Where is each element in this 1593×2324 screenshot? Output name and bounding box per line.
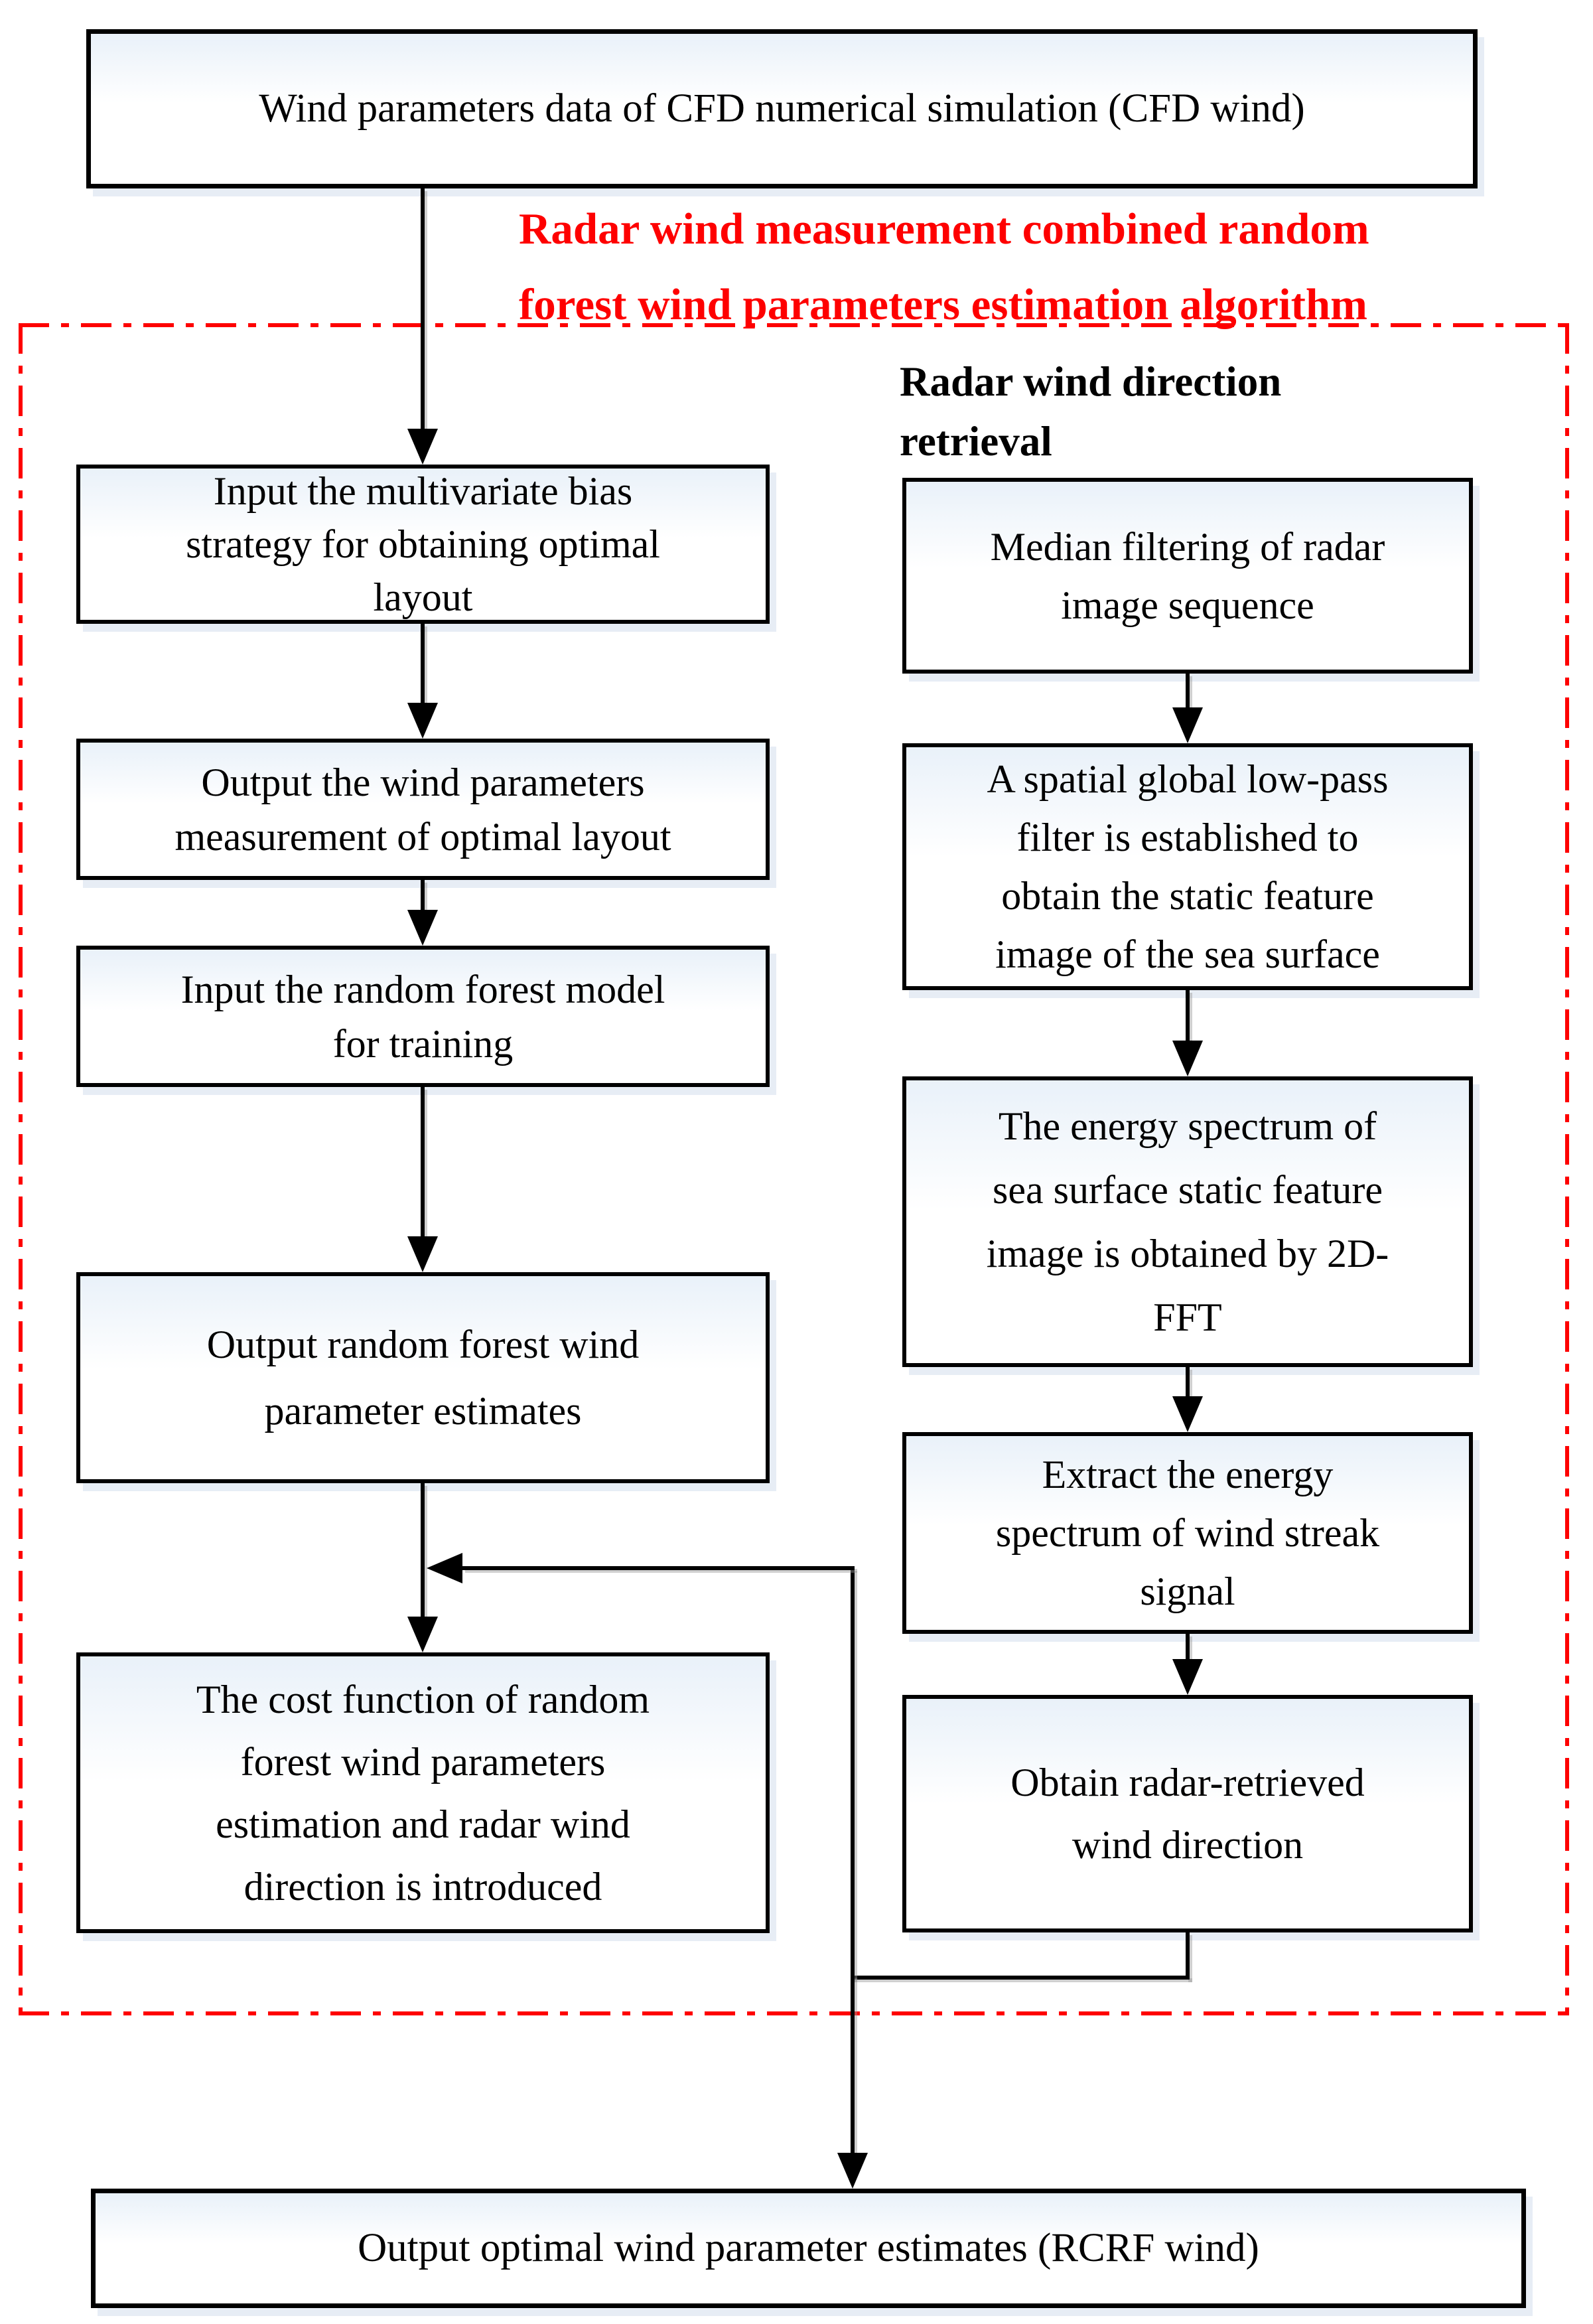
- radar-branch-heading-line: retrieval: [900, 418, 1052, 465]
- node-spatial-lowpass-filter: A spatial global low-pass filter is esta…: [902, 743, 1473, 990]
- node-label: Output optimal wind parameter estimates …: [358, 2226, 1259, 2270]
- connector-l3-to-l4: [421, 1087, 425, 1238]
- node-cost-function-introduced: The cost function of random forest wind …: [76, 1652, 770, 1933]
- node-output-optimal-estimates: Output optimal wind parameter estimates …: [91, 2189, 1526, 2308]
- connector-r3-to-r4: [1186, 1367, 1190, 1398]
- algorithm-title: Radar wind measurement combined random f…: [519, 191, 1588, 342]
- node-output-random-forest-estimates: Output random forest wind parameter esti…: [76, 1272, 770, 1483]
- arrowhead-into-l3: [407, 910, 438, 946]
- node-extract-wind-streak-spectrum: Extract the energy spectrum of wind stre…: [902, 1432, 1473, 1634]
- connector-l1-to-l2: [421, 624, 425, 704]
- node-obtain-radar-wind-direction: Obtain radar-retrieved wind direction: [902, 1695, 1473, 1932]
- node-input-multivariate-bias: Input the multivariate bias strategy for…: [76, 465, 770, 624]
- arrowhead-merge-left: [427, 1553, 462, 1583]
- node-label-line: obtain the static feature: [1001, 874, 1374, 918]
- arrowhead-into-r3: [1172, 1041, 1203, 1076]
- node-label-line: measurement of optimal layout: [174, 814, 671, 859]
- algorithm-title-line: Radar wind measurement combined random: [519, 204, 1369, 254]
- node-label-line: Input the multivariate bias: [213, 469, 633, 513]
- connector-l4-to-l5: [421, 1483, 425, 1618]
- node-label-line: FFT: [1153, 1295, 1222, 1339]
- node-label-line: image is obtained by 2D-: [986, 1232, 1389, 1275]
- node-label-line: wind direction: [1072, 1823, 1304, 1867]
- red-boundary-bottom: [19, 2011, 1569, 2015]
- node-label-line: Extract the energy: [1042, 1453, 1334, 1496]
- connector-r5-drop: [1186, 1932, 1190, 1980]
- connector-riser: [851, 1568, 855, 1980]
- connector-r2-to-r3: [1186, 990, 1190, 1042]
- node-output-wind-parameters-measurement: Output the wind parameters measurement o…: [76, 739, 770, 880]
- node-label-line: estimation and radar wind: [216, 1802, 630, 1846]
- radar-branch-heading: Radar wind direction retrieval: [900, 352, 1497, 471]
- node-input-random-forest-model: Input the random forest model for traini…: [76, 946, 770, 1087]
- node-label-line: A spatial global low-pass: [987, 757, 1389, 801]
- node-label-line: signal: [1140, 1569, 1235, 1613]
- arrowhead-into-l4: [407, 1236, 438, 1272]
- node-cfd-wind-data: Wind parameters data of CFD numerical si…: [86, 29, 1478, 188]
- connector-l2-to-l3: [421, 880, 425, 911]
- node-label-line: parameter estimates: [264, 1389, 582, 1433]
- node-label-line: The cost function of random: [196, 1677, 650, 1721]
- node-label-line: sea surface static feature: [993, 1168, 1383, 1212]
- node-label-line: for training: [332, 1021, 514, 1066]
- arrowhead-into-l1: [407, 429, 438, 465]
- node-label: Wind parameters data of CFD numerical si…: [259, 86, 1305, 131]
- node-label-line: strategy for obtaining optimal: [186, 522, 660, 566]
- connector-r4-to-r5: [1186, 1634, 1190, 1660]
- node-label-line: image sequence: [1061, 583, 1314, 627]
- node-label-line: image of the sea surface: [995, 932, 1380, 976]
- arrowhead-into-l2: [407, 703, 438, 739]
- node-label-line: Obtain radar-retrieved: [1010, 1761, 1365, 1804]
- node-label-line: filter is established to: [1016, 816, 1359, 859]
- arrowhead-into-output: [837, 2153, 868, 2189]
- node-label-line: direction is introduced: [243, 1864, 602, 1909]
- connector-r1-to-r2: [1186, 674, 1190, 709]
- red-boundary-top: [19, 323, 1569, 327]
- arrowhead-into-l5: [407, 1617, 438, 1652]
- connector-merge-run: [462, 1566, 855, 1570]
- node-label-line: Output the wind parameters: [201, 760, 645, 804]
- node-label-line: The energy spectrum of: [998, 1104, 1377, 1148]
- node-energy-spectrum-2dfft: The energy spectrum of sea surface stati…: [902, 1076, 1473, 1367]
- node-label-line: Median filtering of radar: [990, 524, 1385, 569]
- radar-branch-heading-line: Radar wind direction: [900, 358, 1282, 405]
- node-label-line: Output random forest wind: [206, 1323, 640, 1366]
- algorithm-title-line: forest wind parameters estimation algori…: [519, 280, 1367, 329]
- arrowhead-into-r4: [1172, 1396, 1203, 1432]
- node-label-line: Input the random forest model: [180, 967, 665, 1011]
- connector-bottom-run: [851, 1976, 1190, 1980]
- node-label-line: layout: [373, 575, 473, 619]
- node-label-line: forest wind parameters: [240, 1739, 606, 1784]
- node-label-line: spectrum of wind streak: [995, 1511, 1380, 1555]
- arrowhead-into-r2: [1172, 707, 1203, 743]
- red-boundary-right: [1565, 323, 1569, 2015]
- red-boundary-left: [19, 323, 23, 2015]
- arrowhead-into-r5: [1172, 1659, 1203, 1695]
- node-median-filtering: Median filtering of radar image sequence: [902, 478, 1473, 674]
- connector-to-output: [851, 1976, 855, 2154]
- connector-top-to-l1: [421, 188, 425, 430]
